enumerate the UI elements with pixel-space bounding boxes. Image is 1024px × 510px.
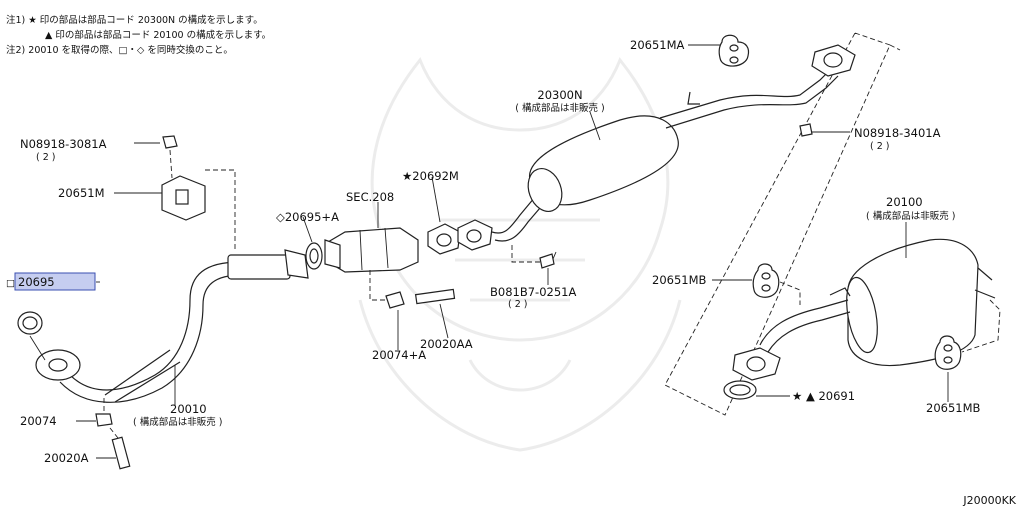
callout-labels: 20651MA 20300N ( 構成部品は非販売 ) N08918-3401A… [6,38,981,465]
label-08918-3401A-qty: ( 2 ) [870,141,890,152]
label-20020A[interactable]: 20020A [44,451,89,465]
stud-20020A [111,436,131,470]
selected-part-highlight[interactable] [14,272,96,291]
rear-muffler-20100 [732,238,996,381]
note-line-1: 注1) ★ 印の部品は部品コード 20300N の構成を示します。 [6,14,263,26]
center-muffler-20300N [491,44,856,242]
label-081B7-0251A-qty: ( 2 ) [508,299,528,310]
note-line-3: 注2) 20010 を取得の際、□・◇ を同時交換のこと。 [6,44,233,56]
diagram-code: J20000KK [962,494,1016,507]
label-20010-note: ( 構成部品は非販売 ) [133,416,222,428]
label-20695-mark: □ [6,278,15,289]
nut-20074A [385,291,405,309]
hanger-20651MB-left [752,263,780,298]
note-line-2: ▲ 印の部品は部品コード 20100 の構成を示します。 [45,29,271,41]
label-20692M[interactable]: ★20692M [402,169,459,183]
label-20695A[interactable]: ◇20695+A [276,210,339,224]
label-20100-note: ( 構成部品は非販売 ) [866,210,955,222]
notes-block: 注1) ★ 印の部品は部品コード 20300N の構成を示します。 ▲ 印の部品… [6,14,271,56]
center-flange [457,219,493,251]
label-20300N-note: ( 構成部品は非販売 ) [515,102,604,114]
label-20300N[interactable]: 20300N [537,88,582,102]
label-20100[interactable]: 20100 [886,195,923,209]
gasket-20695A [305,242,323,270]
gasket-20695 [17,311,43,335]
label-20651MA[interactable]: 20651MA [630,38,685,52]
label-20651MB-left[interactable]: 20651MB [652,273,707,287]
label-20010[interactable]: 20010 [170,402,207,416]
hanger-20651MA [718,34,750,67]
label-sec-208[interactable]: SEC.208 [346,190,394,204]
hanger-20651MB-right [934,335,962,370]
label-20020AA[interactable]: 20020AA [420,337,473,351]
label-08918-3081A[interactable]: N08918-3081A [20,137,107,151]
leader-lines [76,44,949,459]
nut-08918-3401A [799,123,813,137]
nut-20074 [95,413,113,427]
front-pipe-heat-shield [227,254,291,280]
label-20074[interactable]: 20074 [20,414,57,428]
gasket-20692M [427,223,461,255]
label-20651M[interactable]: 20651M [58,186,105,200]
label-20695[interactable]: 20695 [18,275,55,289]
rear-muffler-kit-boundary [664,32,891,416]
front-pipe-flange [284,249,309,279]
mount-20651M [161,175,206,221]
nut-08918-3081A [162,135,178,149]
label-08918-3081A-qty: ( 2 ) [36,152,56,163]
label-08918-3401A[interactable]: N08918-3401A [854,126,941,140]
stud-20020AA [414,288,456,305]
label-20651MB-right[interactable]: 20651MB [926,401,981,415]
label-20074A[interactable]: 20074+A [372,348,426,362]
label-081B7-0251A[interactable]: B081B7-0251A [490,285,576,299]
label-20691[interactable]: ★ ▲ 20691 [792,389,855,403]
front-pipe-20010 [35,249,309,403]
bolt-081B7-0251A [539,251,557,269]
catalytic-converter [324,227,419,273]
gasket-20691 [723,380,757,400]
